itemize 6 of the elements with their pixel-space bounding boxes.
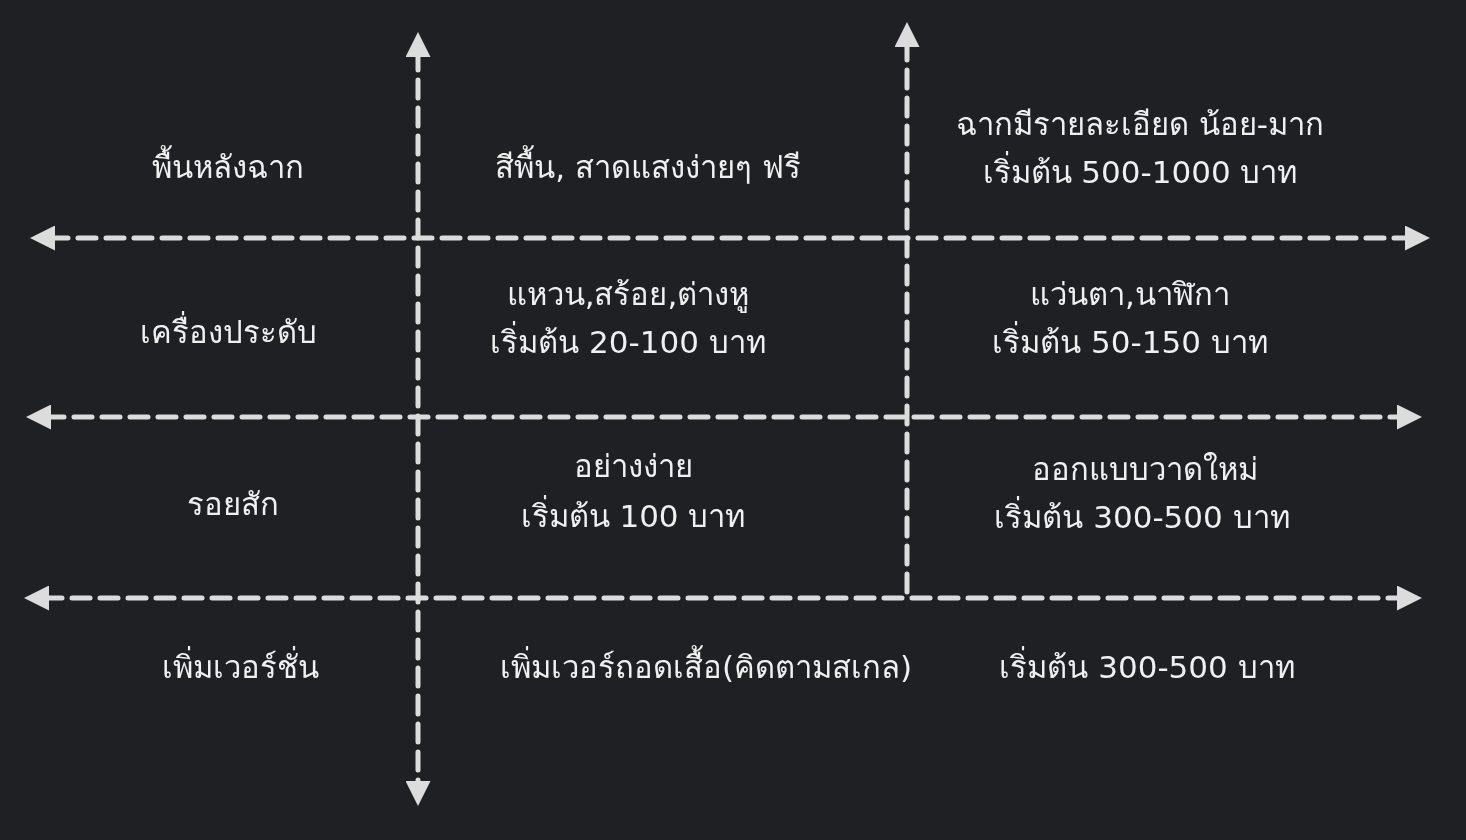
table-cell-text: แหวน,สร้อย,ต่างหู <box>506 276 750 314</box>
table-cell-text: แว่นตา,นาฬิกา <box>1030 276 1230 314</box>
table-cell-text: ฉากมีรายละเอียด น้อย-มาก <box>956 106 1324 144</box>
table-cell-text: ออกแบบวาดใหม่ <box>1032 451 1258 489</box>
row-heading: รอยสัก <box>187 486 279 524</box>
table-cell-text: อย่างง่าย <box>573 448 693 486</box>
